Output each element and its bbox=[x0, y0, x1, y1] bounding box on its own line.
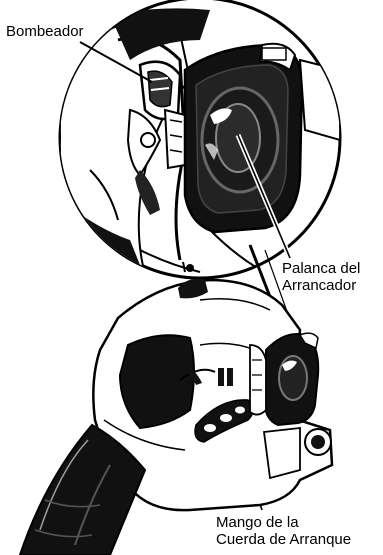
primer-label: Bombeador bbox=[6, 23, 84, 40]
starter-lever bbox=[265, 333, 318, 425]
rope-handle-label: Mango de la Cuerda de Arranque bbox=[216, 514, 351, 548]
starter-lever-label-line1: Palanca del bbox=[282, 260, 360, 277]
rope-handle-label-line2: Cuerda de Arranque bbox=[216, 531, 351, 548]
starter-lever-label-line2: Arrancador bbox=[282, 277, 360, 294]
starter-lever-magnified bbox=[185, 44, 302, 232]
rope-handle-label-line1: Mango de la bbox=[216, 514, 351, 531]
primer-bulb bbox=[140, 62, 180, 119]
magnified-inset bbox=[60, 0, 340, 290]
starter-lever-label: Palanca del Arrancador bbox=[282, 260, 360, 294]
